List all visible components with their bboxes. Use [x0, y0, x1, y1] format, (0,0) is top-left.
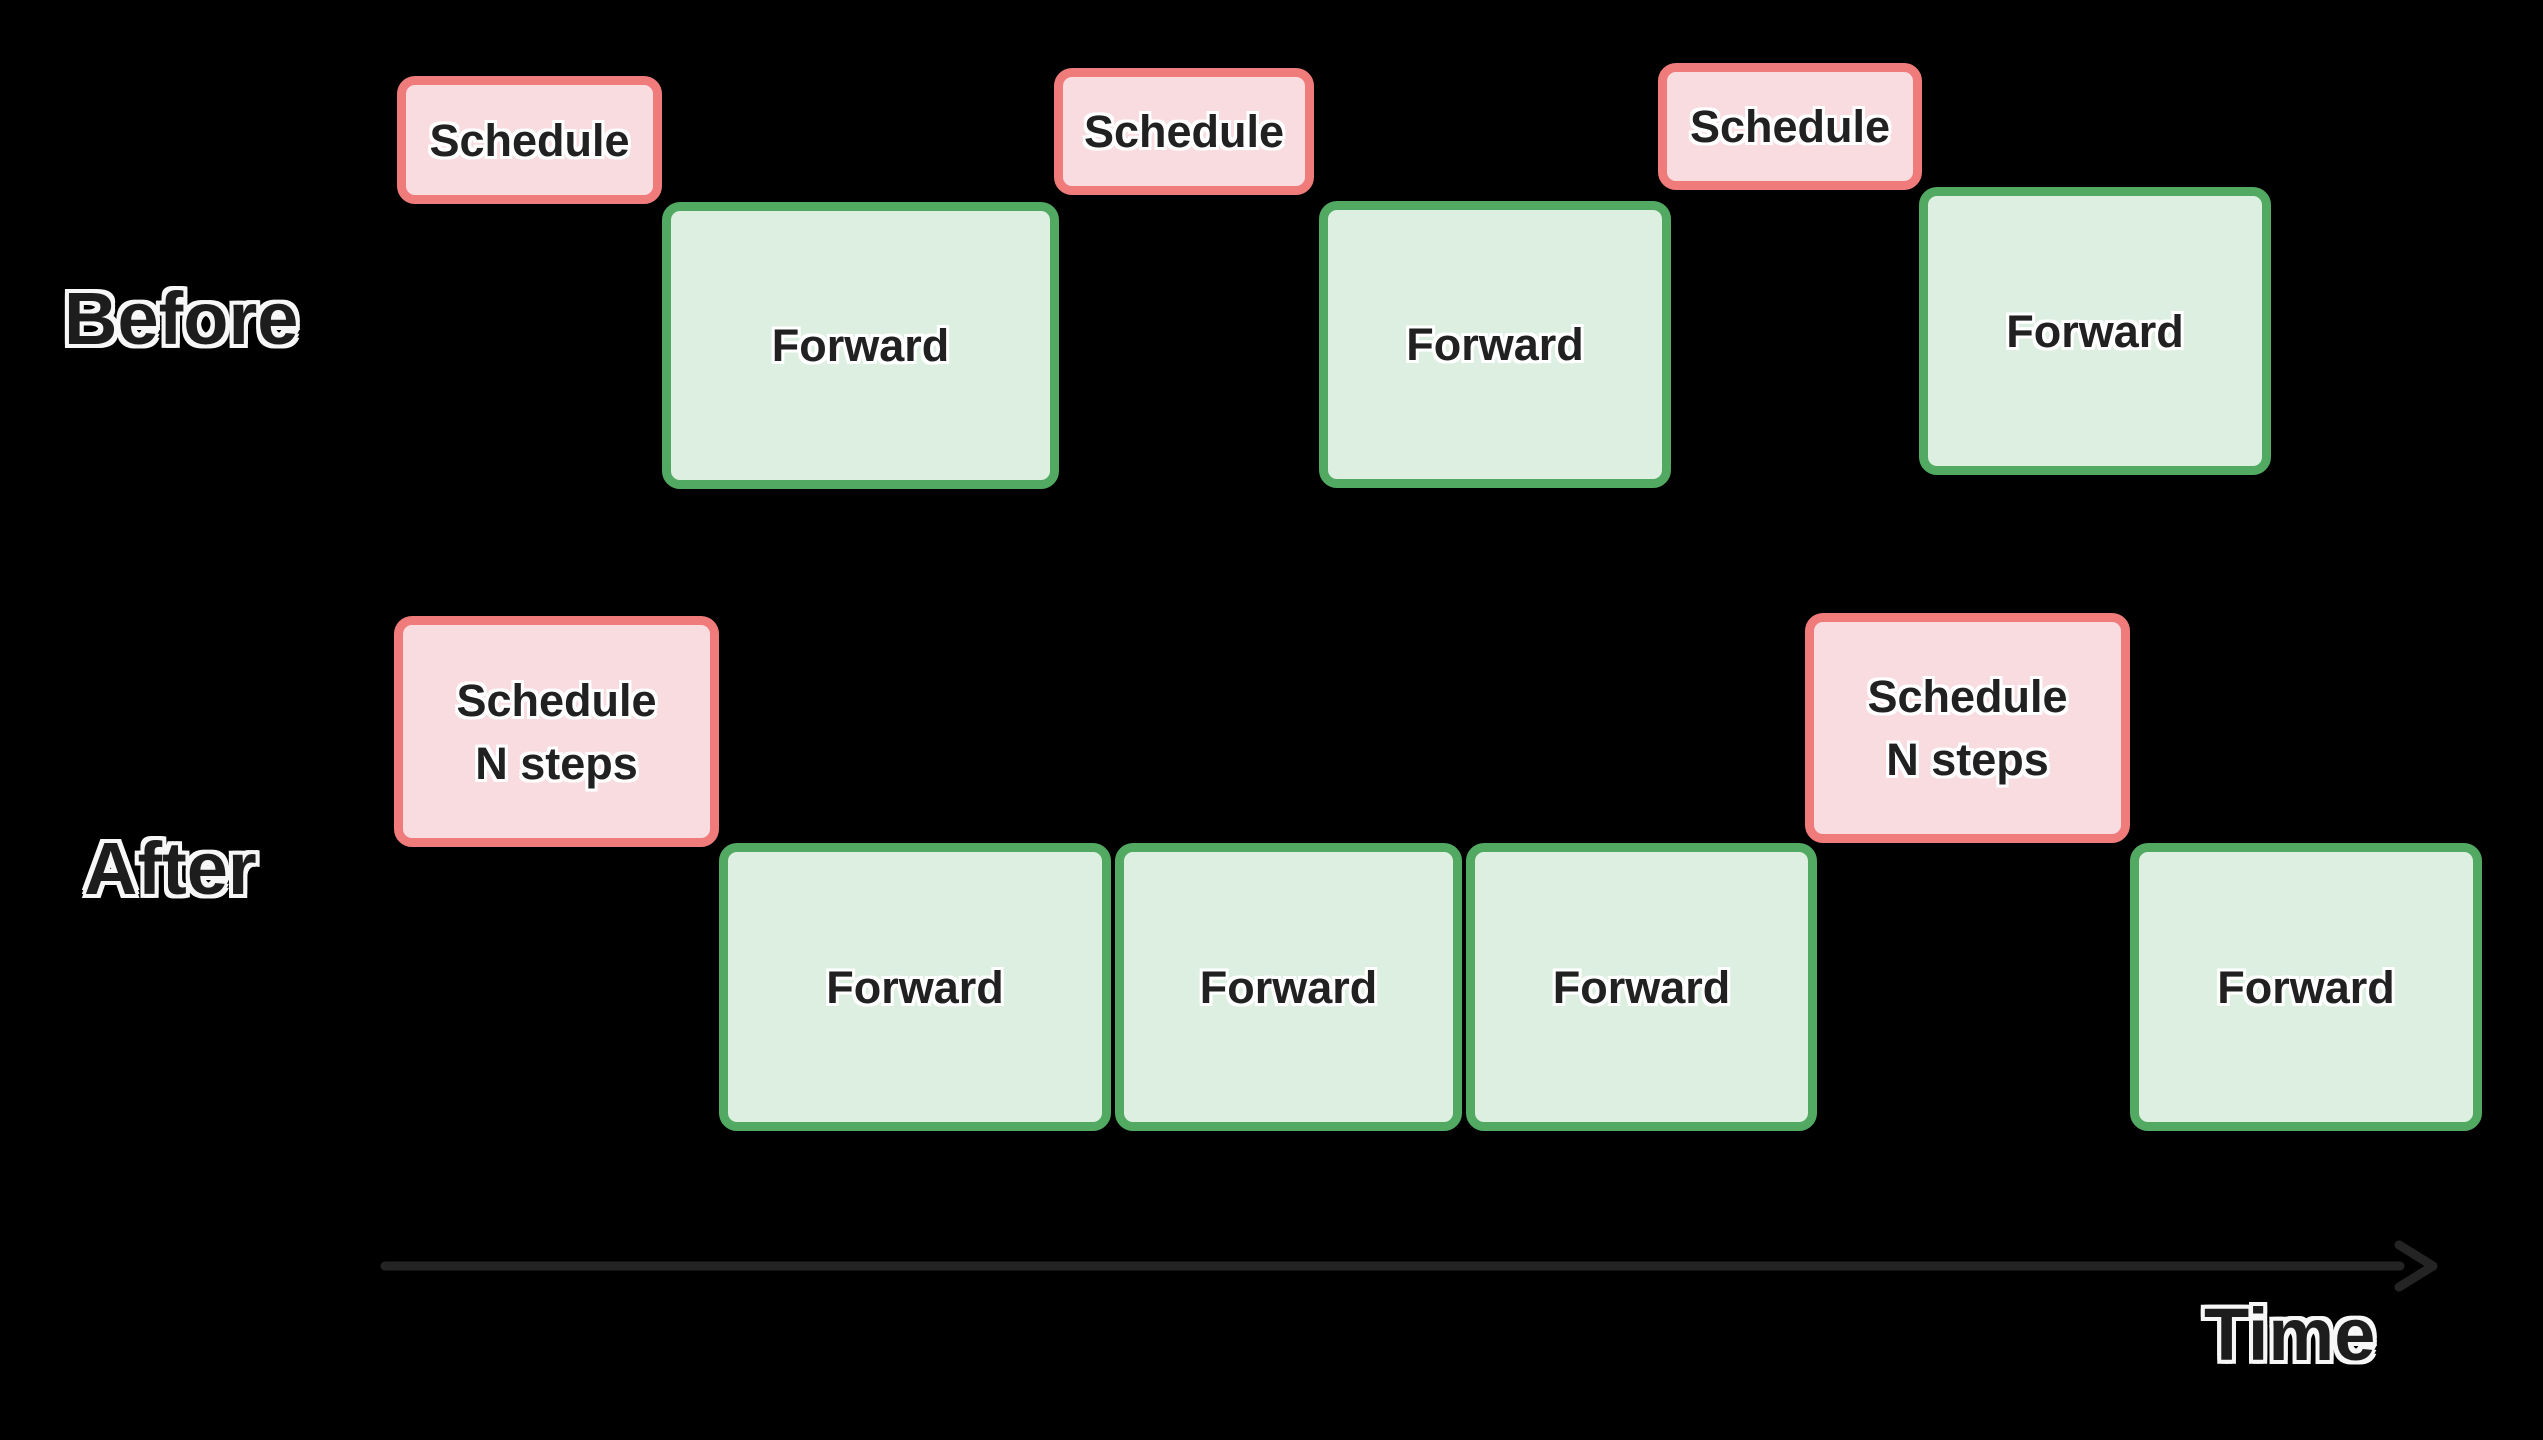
forward-box: Forward — [1919, 187, 2271, 475]
forward-box: Forward — [1466, 843, 1817, 1131]
schedule-box: Schedule — [1658, 63, 1922, 190]
forward-box: Forward — [1319, 201, 1671, 488]
forward-box: Forward — [1115, 843, 1462, 1131]
schedule-box: Schedule N steps — [1805, 613, 2130, 843]
before-label: Before — [64, 277, 299, 360]
time-label: Time — [2204, 1293, 2376, 1376]
schedule-box: Schedule N steps — [394, 616, 719, 847]
forward-box: Forward — [719, 843, 1111, 1131]
forward-box: Forward — [2130, 843, 2482, 1131]
after-label: After — [84, 827, 257, 910]
schedule-box: Schedule — [1054, 68, 1314, 195]
schedule-box: Schedule — [397, 76, 662, 204]
forward-box: Forward — [662, 202, 1059, 489]
